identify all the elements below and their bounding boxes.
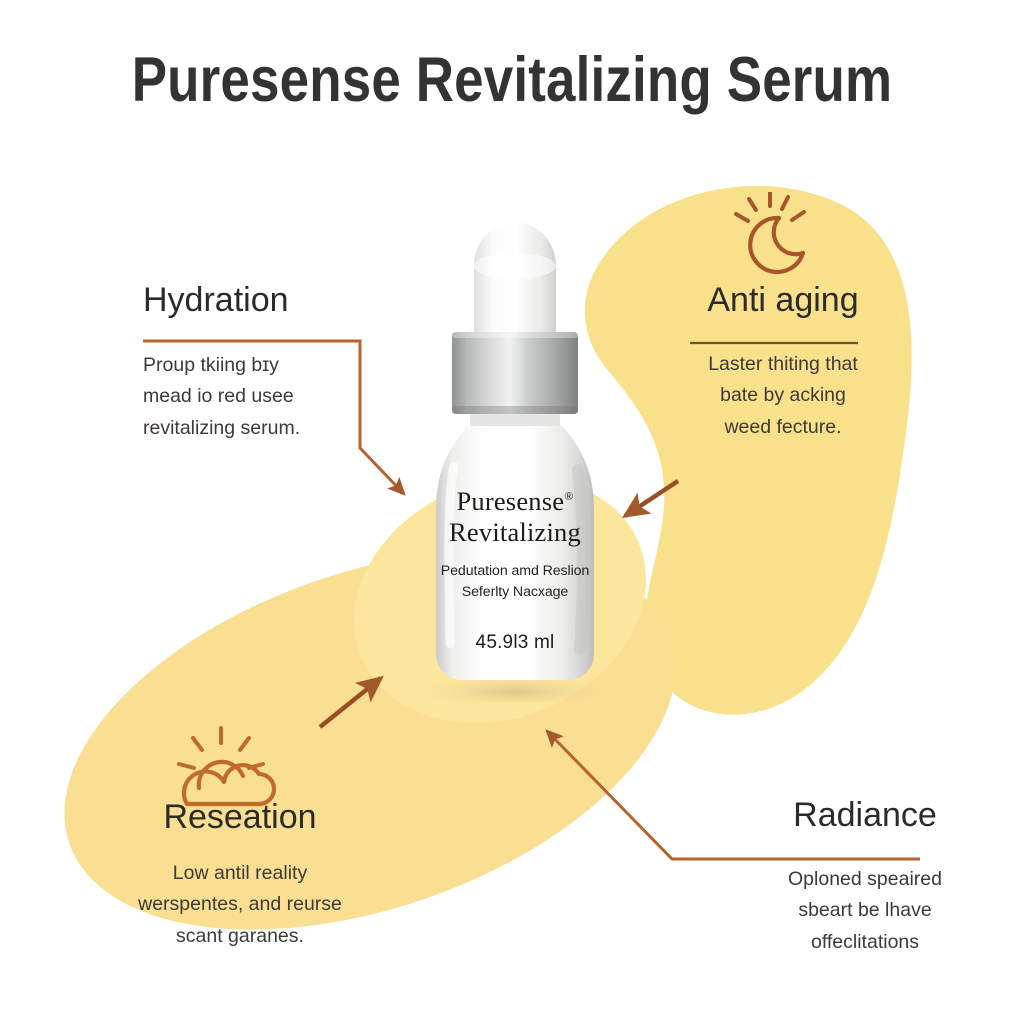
feature-reseation-title: Reseation [163, 798, 317, 836]
bottle-shadow [423, 676, 607, 702]
bottle-brand-line-2: Revitalizing [449, 516, 581, 547]
feature-body-line: scant garanes. [176, 924, 304, 947]
feature-hydration: Hydration Proup tkiing bɪy mead io red u… [143, 281, 393, 445]
feature-reseation: Reseation Low antil reality werspentes, … [110, 798, 370, 953]
feature-radiance: Radiance Oploned speaired sbeart be lhav… [740, 796, 990, 959]
feature-antiaging-title: Anti aging [707, 281, 859, 319]
registered-mark: ® [564, 489, 574, 504]
feature-reseation-body: Low antil reality werspentes, and reurse… [110, 858, 370, 953]
connector-antiaging [621, 479, 680, 518]
page-title: Puresense Revitalizing Serum [131, 45, 893, 115]
bottle-collar [452, 332, 578, 414]
feature-body-line: revitalizing serum. [143, 416, 301, 439]
feature-antiaging-body: Laster thiting that bate by acking weed … [660, 349, 906, 444]
feature-body-line: bate by acking [720, 384, 846, 407]
moon-icon [716, 190, 826, 282]
bottle-description-line: Pedutation amd Reslion [440, 563, 590, 580]
feature-antiaging: Anti aging Laster thiting that bate by a… [660, 281, 906, 444]
feature-body-line: Laster thiting that [708, 352, 858, 375]
feature-hydration-body: Proup tkiing bɪy mead io red usee revita… [143, 350, 393, 445]
bottle-label: Puresense® Revitalizing Pedutation amd R… [420, 486, 610, 654]
connector-radiance [545, 729, 920, 861]
feature-body-line: offeclitations [810, 930, 920, 953]
feature-hydration-title: Hydration [143, 281, 289, 319]
feature-body-line: weed fecture. [724, 415, 842, 438]
bottle-body [436, 426, 594, 680]
connector-hydration [143, 339, 406, 496]
feature-body-line: mead io red usee [143, 385, 294, 408]
sun-cloud-icon [163, 726, 291, 814]
feature-body-line: Proup tkiing bɪy [143, 353, 279, 376]
bottle-neck [470, 414, 560, 428]
connector-reseation [318, 675, 384, 729]
bottle-brand-line-1: Puresense® [456, 486, 574, 516]
bottle-description: Pedutation amd Reslion Seferlty Nacxage [420, 561, 610, 601]
bottle-volume: 45.9l3 ml [475, 631, 555, 653]
product-bottle: Puresense® Revitalizing Pedutation amd R… [408, 214, 622, 702]
blob-right [584, 185, 912, 715]
feature-body-line: Low antil reality [172, 861, 308, 884]
feature-body-line: Oploned speaired [788, 867, 942, 890]
feature-body-line: werspentes, and reurse [138, 893, 342, 916]
bottle-description-line: Seferlty Nacxage [461, 583, 569, 600]
feature-radiance-title: Radiance [793, 796, 937, 834]
feature-body-line: sbeart be lhave [798, 899, 932, 922]
feature-radiance-body: Oploned speaired sbeart be lhave offecli… [740, 864, 990, 959]
